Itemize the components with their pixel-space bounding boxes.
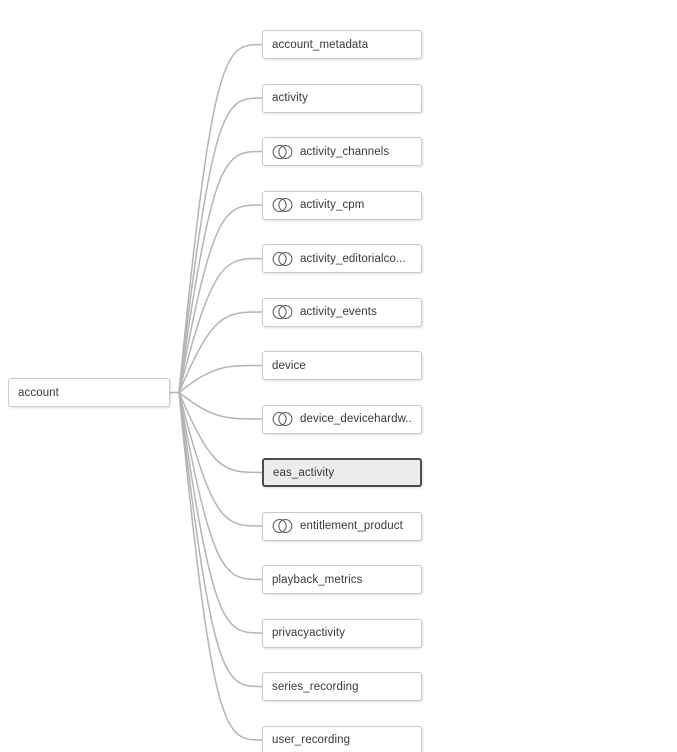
- tree-node[interactable]: device_devicehardw...: [262, 404, 422, 434]
- tree-node-label: privacyactivity: [272, 627, 346, 639]
- tree-node[interactable]: activity: [262, 83, 422, 113]
- tree-node[interactable]: eas_activity: [262, 458, 422, 487]
- venn-overlap-icon: [272, 144, 293, 160]
- tree-node-label: series_recording: [272, 680, 359, 693]
- tree-node-label: account_metadata: [272, 38, 369, 51]
- tree-node-label: device: [272, 359, 306, 372]
- tree-node-label: entitlement_product: [300, 520, 403, 532]
- tree-node[interactable]: series_recording: [262, 672, 422, 701]
- tree-node[interactable]: activity_events: [262, 297, 422, 327]
- tree-node-label: activity_channels: [300, 145, 390, 158]
- tree-node[interactable]: activity_editorialco...: [262, 244, 422, 273]
- tree-node-label: activity_cpm: [300, 199, 365, 211]
- tree-node[interactable]: device: [262, 351, 422, 380]
- tree-node[interactable]: account_metadata: [262, 30, 422, 59]
- tree-node-label: device_devicehardw...: [300, 413, 413, 425]
- tree-node[interactable]: activity_channels: [262, 137, 422, 166]
- tree-node-label: activity_events: [300, 306, 377, 318]
- tree-node[interactable]: activity_cpm: [262, 190, 422, 220]
- tree-node-label: account: [18, 386, 59, 399]
- tree-node[interactable]: playback_metrics: [262, 565, 422, 594]
- venn-overlap-icon: [272, 197, 293, 213]
- tree-node-root[interactable]: account: [8, 378, 170, 407]
- tree-node-label: playback_metrics: [272, 573, 363, 586]
- tree-node[interactable]: user_recording: [262, 725, 422, 752]
- venn-overlap-icon: [272, 411, 293, 427]
- tree-node-label: user_recording: [272, 734, 351, 746]
- venn-overlap-icon: [272, 518, 293, 534]
- tree-node-label: eas_activity: [273, 466, 335, 479]
- tree-node-label: activity_editorialco...: [300, 252, 406, 265]
- tree-node[interactable]: entitlement_product: [262, 511, 422, 541]
- tree-node[interactable]: privacyactivity: [262, 618, 422, 648]
- venn-overlap-icon: [272, 251, 293, 267]
- tree-node-label: activity: [272, 92, 308, 104]
- venn-overlap-icon: [272, 304, 293, 320]
